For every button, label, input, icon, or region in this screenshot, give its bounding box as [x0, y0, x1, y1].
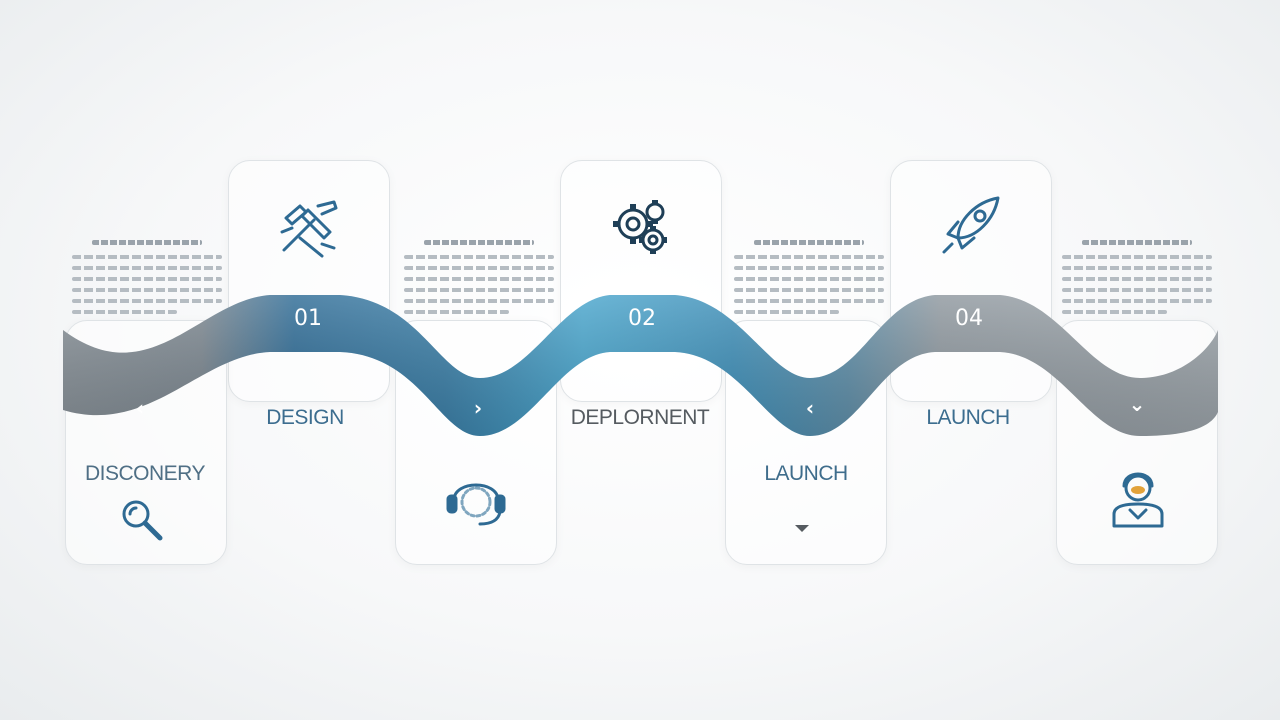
caret-down-icon — [795, 525, 809, 532]
step-card-deployment — [560, 160, 722, 402]
step-number-01: 01 — [294, 306, 322, 331]
support-agent-icon — [1112, 472, 1164, 528]
step-label-launch: LAUNCH — [926, 406, 1010, 429]
magnifier-icon — [122, 500, 163, 541]
step-label-design: DESIGN — [266, 406, 344, 429]
step-card-design — [228, 160, 390, 402]
step-label-discovery: DISCONERY — [85, 462, 205, 485]
step-number-04: 04 — [955, 306, 983, 331]
placeholder-text-block — [734, 240, 884, 340]
arrow-left-icon[interactable]: ‹ — [805, 396, 815, 420]
tools-icon — [280, 200, 338, 258]
gears-icon — [613, 200, 667, 254]
step-label-deployment: DEPLORNENT — [570, 406, 710, 429]
step-card-launch — [890, 160, 1052, 402]
placeholder-text-block — [404, 240, 554, 340]
chevron-down-icon[interactable]: ⌄ — [1128, 392, 1146, 416]
rocket-icon — [942, 196, 1000, 254]
placeholder-text-block — [1062, 240, 1212, 340]
arrow-right-icon[interactable]: › — [473, 396, 483, 420]
headset-icon — [446, 483, 506, 526]
step-label-launch-lower: LAUNCH — [764, 462, 848, 485]
step-number-02: 02 — [628, 306, 656, 331]
arrow-left-icon[interactable]: ‹ — [135, 396, 145, 420]
placeholder-text-block — [72, 240, 222, 340]
